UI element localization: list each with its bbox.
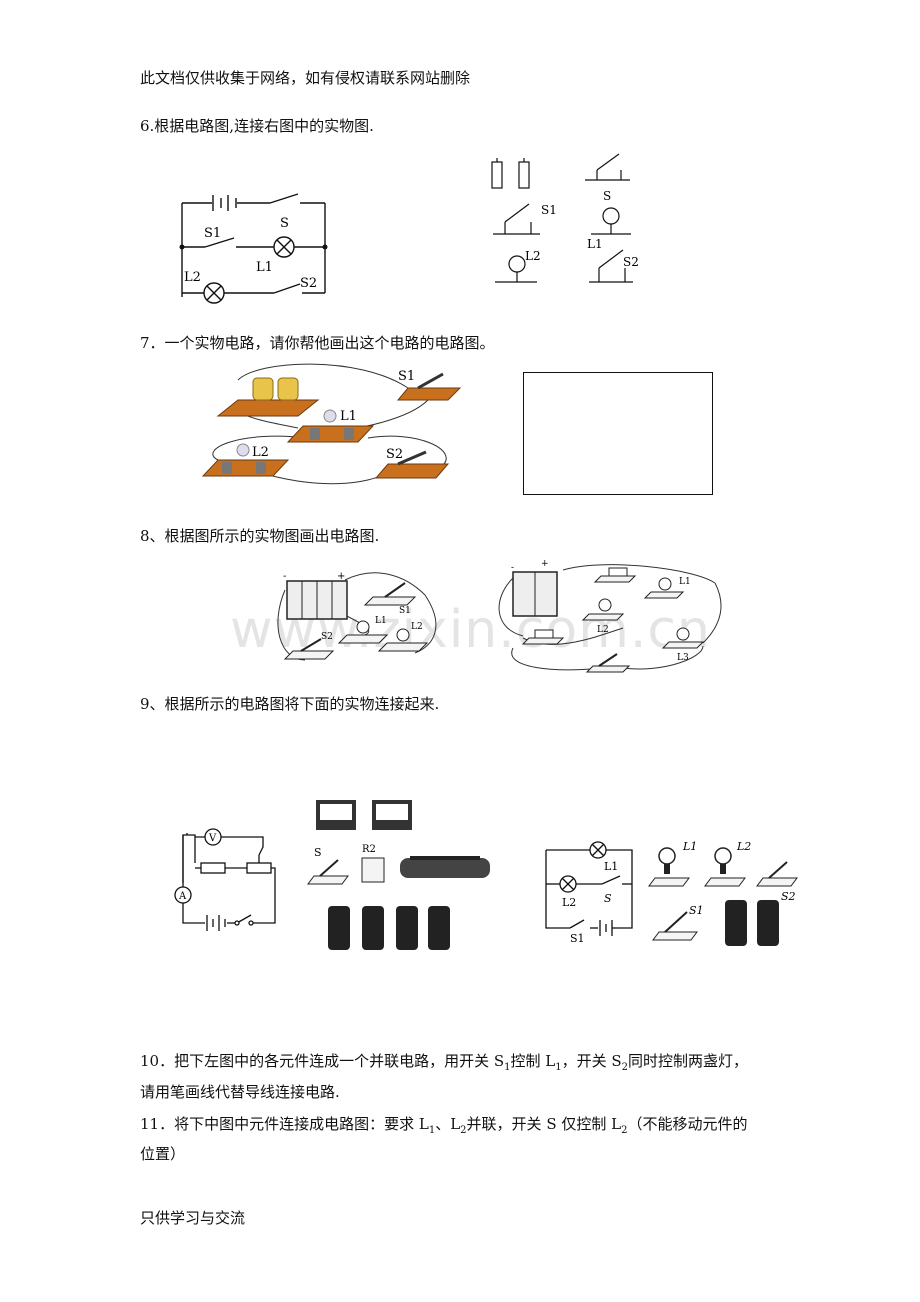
q8r-label-l1: L1 [679,577,691,587]
q9r-label-l2: L2 [562,896,576,909]
q6-phys-label-s2: S2 [623,255,639,269]
page-footer: 只供学习与交流 [140,1209,246,1227]
q8r-label-minus: - [511,563,514,573]
q6-physical-components: S S1 L1 L2 S2 [491,153,639,283]
q6-label-s: S [280,216,289,231]
q9p-label-s1: S1 [689,904,704,917]
page-header: 此文档仅供收集于网络，如有侵权请联系网站删除 [140,69,471,87]
q8-label-minus: - [283,571,286,582]
q9-physical-components: S R2 [307,800,490,950]
q6-label-l1: L1 [256,260,273,275]
q7-answer-box[interactable] [523,372,713,495]
q9p-label-l1: L1 [682,840,697,853]
q9p-label-l2: L2 [736,840,751,853]
q9-circuit-diagram-right: L1 L2 S S1 [545,841,633,945]
q9r-label-s1: S1 [570,932,585,945]
q9-label-s: S [314,846,322,859]
q9r-label-s: S [604,892,612,905]
q9-label-a: A [178,891,187,902]
question-10-line-2: 请用笔画线代替导线连接电路. [140,1083,340,1101]
q6-phys-label-l1: L1 [587,237,603,251]
q8r-label-plus: + [541,559,549,569]
q6-phys-label-s: S [603,189,611,203]
q8-label-s1: S1 [399,606,411,616]
q9r-label-l1: L1 [604,860,618,873]
q8-physical-circuit-left: - + S1 L1 L2 S2 [277,571,437,661]
q7-label-s1: S1 [398,369,415,384]
q8-label-l1: L1 [375,616,387,626]
question-10-line-1: 10．把下左图中的各元件连成一个并联电路，用开关 S1控制 L1，开关 S2同时… [140,1052,749,1073]
question-7-text: 7．一个实物电路，请你帮他画出这个电路的电路图。 [140,334,495,352]
q6-label-l2: L2 [184,270,201,285]
q7-label-s2: S2 [386,447,403,462]
q9-circuit-diagram-left: V A [174,828,276,931]
q8-physical-circuit-right: - + L1 L2 L3 [498,559,722,673]
q7-label-l1: L1 [340,409,357,424]
q6-label-s2: S2 [300,276,317,291]
question-11-line-1: 11．将下中图中元件连接成电路图：要求 L1、L2并联，开关 S 仅控制 L2（… [140,1115,748,1136]
question-8-text: 8、根据图所示的实物图画出电路图. [140,527,380,545]
q6-phys-label-l2: L2 [525,249,541,263]
q7-label-l2: L2 [252,445,269,460]
q9p-label-s2: S2 [781,890,796,903]
question-11-line-2: 位置） [140,1145,186,1163]
q8r-label-l2: L2 [597,625,609,635]
q8-label-s2: S2 [321,632,333,642]
q8r-label-l3: L3 [677,653,689,663]
q9-physical-components-right: L1 L2 S2 S1 [648,840,798,946]
question-6-text: 6.根据电路图,连接右图中的实物图. [140,117,374,135]
battery-icon [491,161,503,189]
q8-label-l2: L2 [411,622,423,632]
q6-phys-label-s1: S1 [541,203,557,217]
q9-label-r2: R2 [362,844,376,855]
q9-label-v: V [208,833,217,844]
q6-label-s1: S1 [204,226,221,241]
q7-physical-circuit: S1 L1 L2 S2 [201,363,462,485]
question-9-text: 9、根据所示的电路图将下面的实物连接起来. [140,695,440,713]
q6-circuit-diagram: S S1 L1 L2 S2 [179,193,328,304]
q8-label-plus: + [337,571,345,582]
